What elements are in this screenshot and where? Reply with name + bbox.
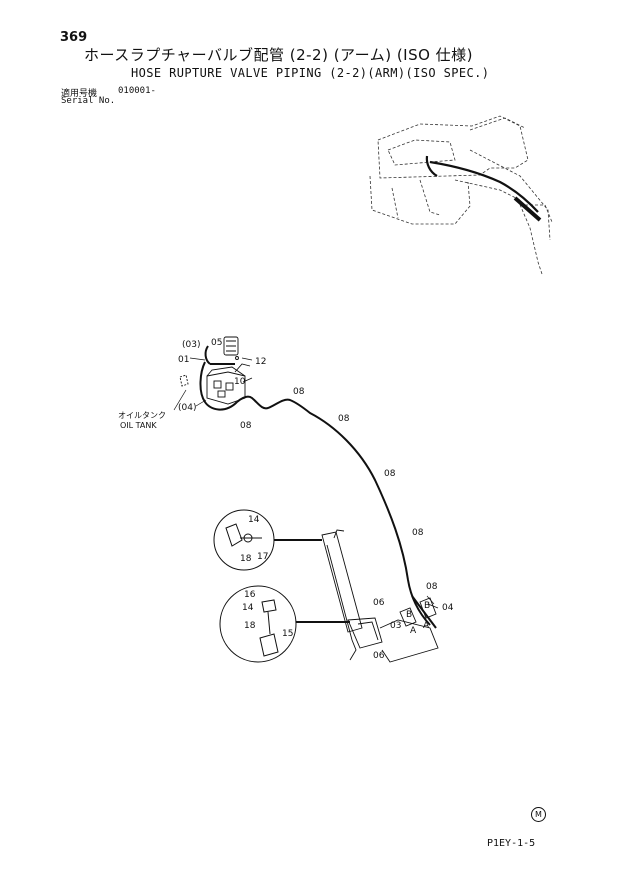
label-port-b-left: B bbox=[406, 610, 412, 620]
label-08-f: 08 bbox=[426, 582, 438, 592]
label-01: 01 bbox=[178, 355, 189, 365]
label-18-a: 18 bbox=[240, 554, 252, 564]
leader-lines bbox=[173, 357, 439, 609]
detail-callout-upper bbox=[213, 509, 322, 571]
serial-value: 010001- bbox=[118, 86, 156, 96]
label-16: 16 bbox=[244, 590, 256, 600]
label-17: 17 bbox=[257, 552, 268, 562]
part-labels: (03) 05 01 12 10 (04) オイルタンク OIL TANK 08… bbox=[118, 338, 454, 661]
excavator-overview-sketch bbox=[369, 115, 553, 275]
valve-block-assembly bbox=[179, 336, 253, 405]
label-14-a: 14 bbox=[248, 515, 260, 525]
page-title-english: HOSE RUPTURE VALVE PIPING (2-2)(ARM)(ISO… bbox=[131, 66, 490, 80]
label-oil-tank-en: OIL TANK bbox=[120, 421, 157, 430]
label-oil-tank-jp: オイルタンク bbox=[118, 411, 166, 420]
label-05: 05 bbox=[211, 338, 222, 348]
label-port-a-right: A bbox=[423, 621, 430, 631]
label-15: 15 bbox=[282, 629, 293, 639]
label-14-b: 14 bbox=[242, 603, 254, 613]
page-title-japanese: ホースラプチャーバルブ配管 (2-2) (アーム) (ISO 仕様) bbox=[84, 46, 474, 64]
label-04-left: (04) bbox=[178, 403, 196, 413]
label-03-top: (03) bbox=[182, 340, 200, 350]
page-code: P1EY-1-5 bbox=[487, 838, 536, 849]
overview-highlight-hose bbox=[425, 155, 542, 222]
label-10: 10 bbox=[234, 377, 246, 387]
detail-callout-lower bbox=[219, 585, 350, 663]
serial-label-english: Serial No. bbox=[61, 96, 116, 106]
page-number: 369 bbox=[60, 30, 88, 45]
serial-label-japanese: 適用号機 bbox=[61, 89, 98, 99]
label-03-right: 03 bbox=[390, 621, 401, 631]
hose-lines bbox=[199, 345, 437, 629]
label-06-a: 06 bbox=[373, 598, 385, 608]
label-08-c: 08 bbox=[338, 414, 350, 424]
label-port-b-right: B bbox=[424, 601, 430, 611]
label-port-a-left: A bbox=[410, 626, 417, 636]
label-08-d: 08 bbox=[384, 469, 396, 479]
label-06-b: 06 bbox=[373, 651, 385, 661]
revision-mark: M bbox=[531, 807, 546, 822]
label-04-right: 04 bbox=[442, 603, 454, 613]
label-08-b: 08 bbox=[240, 421, 252, 431]
label-08-a: 08 bbox=[293, 387, 305, 397]
label-08-e: 08 bbox=[412, 528, 424, 538]
label-12: 12 bbox=[255, 357, 266, 367]
label-18-b: 18 bbox=[244, 621, 256, 631]
arm-and-cylinder bbox=[321, 529, 439, 663]
